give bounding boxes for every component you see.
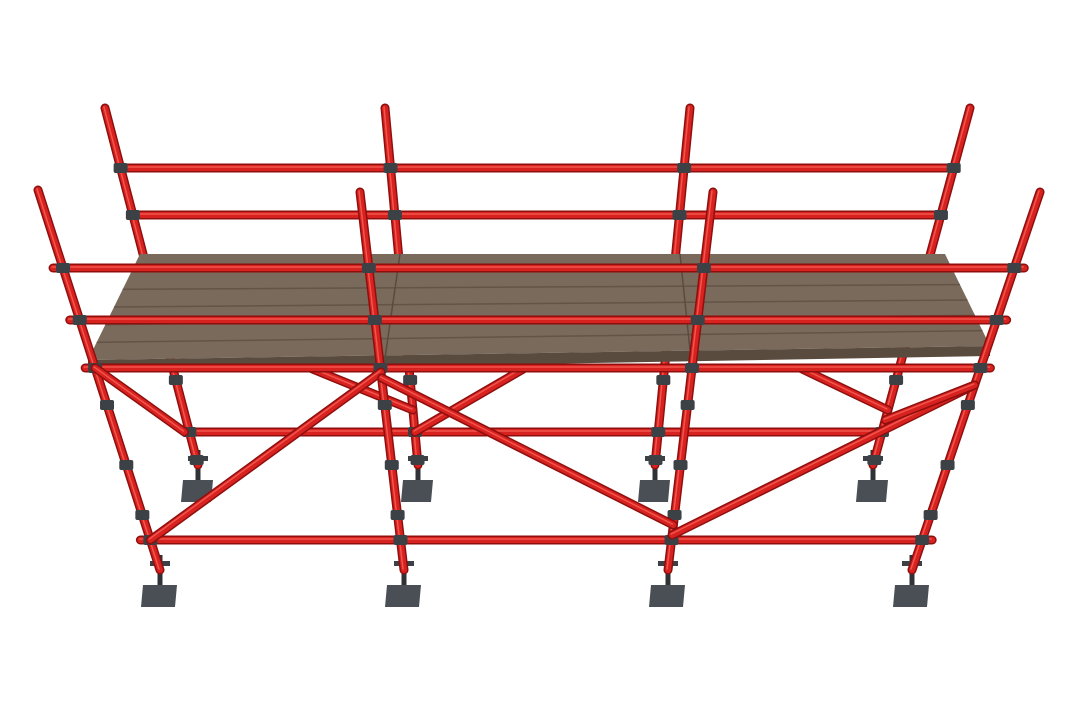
coupler [690,315,705,325]
coupler [384,460,399,470]
side-brace [880,380,980,425]
front-post [663,187,718,575]
front-ledger-lower [135,535,937,545]
front-frame [33,185,1045,607]
coupler [933,210,948,220]
coupler [673,460,688,470]
tube-highlight [93,366,185,432]
coupler [915,535,930,545]
coupler [973,363,988,373]
tube-highlight [36,188,160,570]
coupler [989,315,1004,325]
front-guardrail [48,263,1029,273]
coupler [867,455,882,465]
coupler [889,375,904,385]
front-diagonal-brace [145,367,386,545]
coupler [56,263,71,273]
coupler [1007,263,1022,273]
base-plate [856,480,888,502]
coupler [100,400,115,410]
coupler [72,315,87,325]
tube-highlight [883,383,975,420]
coupler [940,460,955,470]
coupler [377,400,392,410]
back-frame [100,103,975,502]
coupler [677,163,692,173]
tube-body [411,365,528,435]
coupler [685,363,700,373]
base-plate [649,585,685,607]
coupler [410,455,425,465]
coupler [135,510,150,520]
base-plate [385,585,421,607]
base-plate [401,480,433,502]
tube-highlight [910,190,1040,570]
coupler [387,210,402,220]
plank-seam [122,283,961,291]
tube-body [147,369,384,543]
back-guardrail [120,163,955,173]
coupler [125,210,140,220]
tube-body [669,382,978,538]
coupler [113,163,128,173]
plank-seam [113,299,968,308]
coupler [946,163,961,173]
coupler [960,400,975,410]
coupler [923,510,938,520]
base-plate [141,585,177,607]
coupler [656,375,671,385]
front-post [33,185,165,575]
coupler [390,510,405,520]
tube-highlight [666,190,713,570]
coupler [393,535,408,545]
base-plate [638,480,670,502]
coupler [667,510,682,520]
front-ledger [80,363,995,373]
back-guardrail [132,210,942,220]
coupler [403,375,418,385]
back-diagonal-brace [795,363,893,415]
coupler [361,263,376,273]
coupler [383,163,398,173]
plank-seam [96,329,983,344]
base-plate [893,585,929,607]
coupler [367,315,382,325]
coupler [651,427,666,437]
side-transom [90,363,189,437]
tube-highlight [413,366,525,432]
coupler [168,375,183,385]
back-diagonal-brace [410,363,530,437]
front-diagonal-brace [377,373,678,530]
tube-body [882,382,978,423]
tube-body [665,189,716,573]
coupler [672,210,687,220]
coupler [119,460,134,470]
coupler [680,400,695,410]
tube-highlight [798,366,888,410]
front-guardrail [65,315,1012,325]
tube-highlight [148,370,381,540]
coupler [696,263,711,273]
tube-highlight [379,376,674,525]
coupler [648,455,663,465]
coupler [189,455,204,465]
